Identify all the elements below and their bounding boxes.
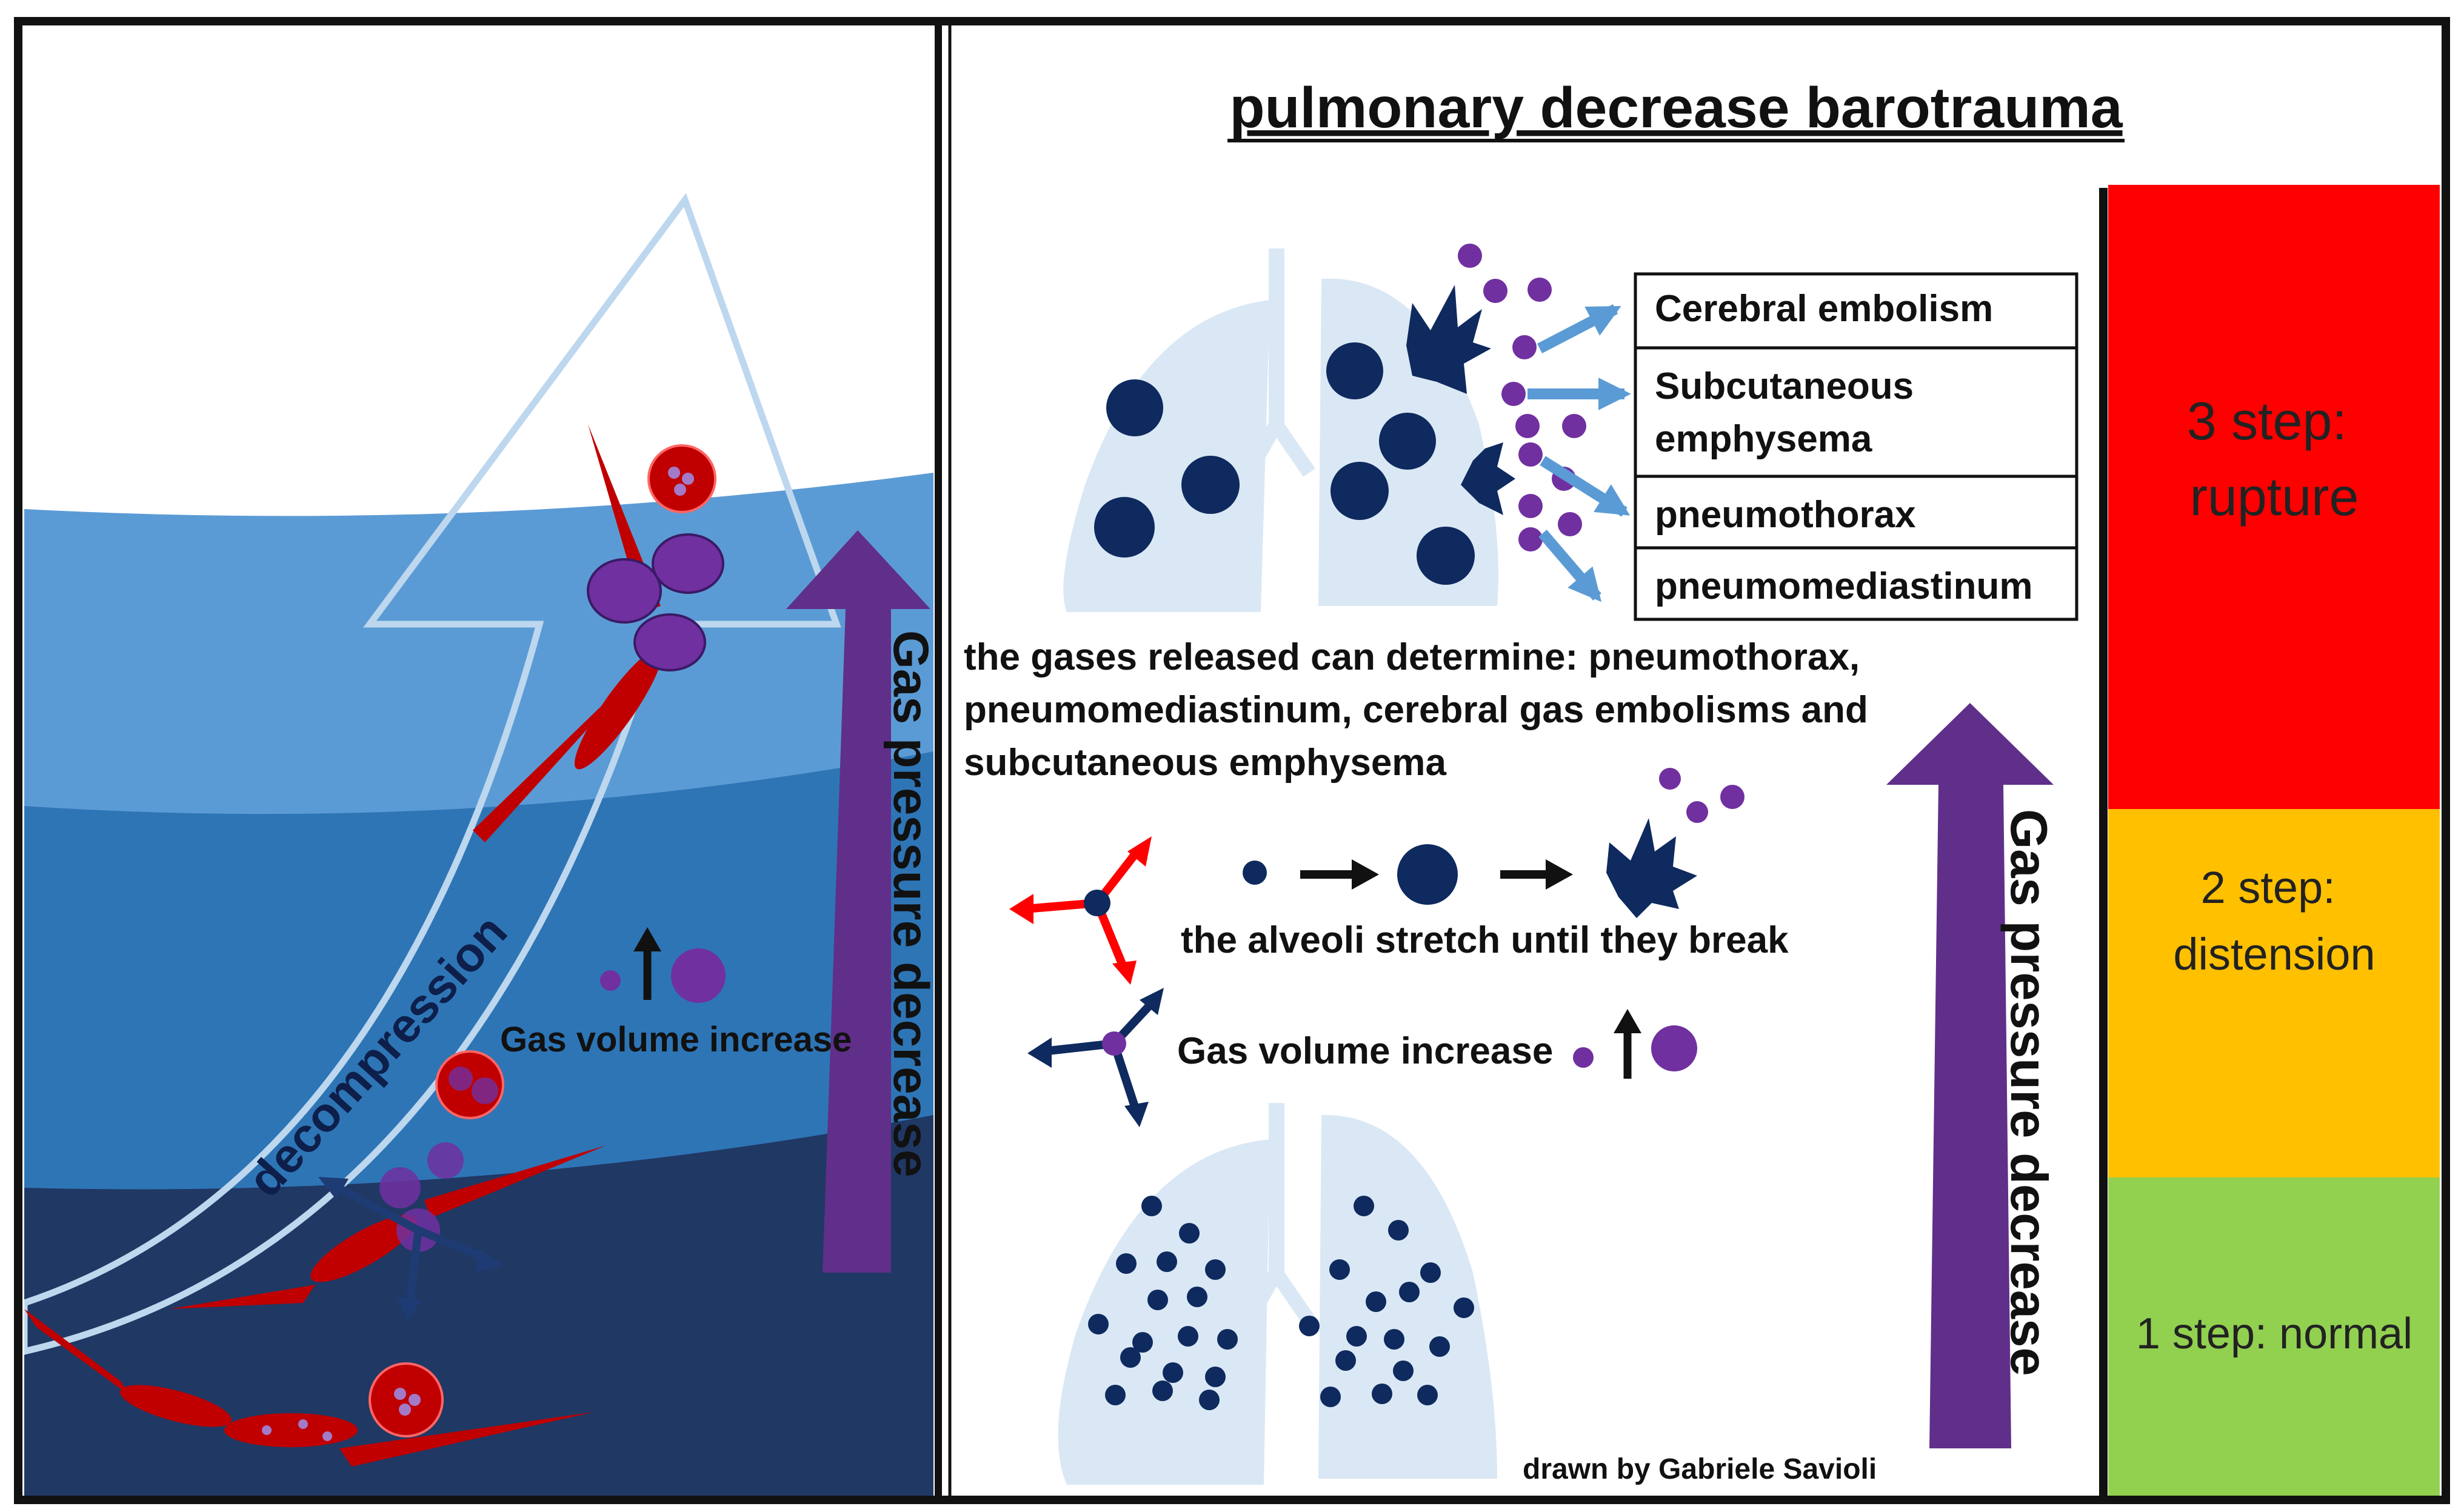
outcome-pneumomediastinum: pneumomediastinum — [1655, 565, 2033, 607]
steps-column: 3 step: rupture 2 step: distension 1 ste… — [2108, 185, 2440, 1496]
gas-volume-indicator-middle — [1027, 988, 1697, 1127]
outcome-box-subcutaneous — [1634, 346, 2078, 478]
outcome-cerebral-embolism: Cerebral embolism — [1655, 288, 1993, 330]
ascent-arrow-outline — [24, 193, 841, 1355]
step-distension-block — [2108, 809, 2440, 1177]
gas-volume-text-middle: Gas volume increase — [1177, 1030, 1553, 1072]
outer-frame — [14, 17, 2450, 1504]
gases-released-text: the gases released can determine: pneumo… — [964, 636, 1878, 784]
water-layer-deep — [24, 1115, 933, 1496]
lungs-normal — [1058, 1103, 1497, 1485]
escaping-bubbles — [1458, 244, 1586, 551]
gas-volume-indicator-left — [600, 927, 726, 1003]
left-panel: Gas pressure decrease decompression Gas … — [24, 29, 938, 1496]
pressure-label-left: Gas pressure decrease — [883, 630, 938, 1177]
pressure-arrow-right — [1886, 703, 2054, 1448]
diver-deep — [24, 1309, 594, 1467]
pressure-label-right: Gas pressure decrease — [2000, 809, 2057, 1376]
outcome-pneumothorax: pneumothorax — [1655, 494, 1916, 536]
water-layers — [24, 29, 933, 1496]
outcome-box-pneumothorax — [1634, 475, 2078, 550]
lungs-ruptured — [1063, 244, 1631, 612]
diver-middle — [170, 1050, 606, 1321]
outcome-box-pneumomediastinum — [1634, 546, 2078, 621]
alveoli-stretch-sequence — [1009, 768, 1744, 985]
diver-top — [473, 424, 724, 842]
step-normal-block — [2108, 1177, 2440, 1496]
outcome-arrows — [1527, 304, 1631, 602]
outcome-list: Cerebral embolism Subcutaneous emphysema… — [1634, 272, 2078, 621]
step-rupture-block — [2108, 185, 2440, 809]
outcome-box-cerebral — [1634, 272, 2078, 350]
middle-panel: pulmonary decrease barotrauma — [964, 76, 2125, 1485]
step-rupture-label: 3 step: rupture — [2187, 391, 2362, 527]
pressure-arrow-left — [786, 530, 930, 1273]
step-distension-label: 2 step: distension — [2173, 862, 2375, 979]
gas-volume-label-left: Gas volume increase — [500, 1020, 852, 1059]
alveoli-stretch-text: the alveoli stretch until they break — [1181, 919, 1789, 961]
page-title: pulmonary decrease barotrauma — [1229, 76, 2123, 140]
credit: drawn by Gabriele Savioli — [1523, 1453, 1877, 1485]
outcome-subcutaneous-emphysema: Subcutaneous emphysema — [1655, 365, 1924, 460]
step-normal-label: 1 step: normal — [2136, 1310, 2412, 1358]
